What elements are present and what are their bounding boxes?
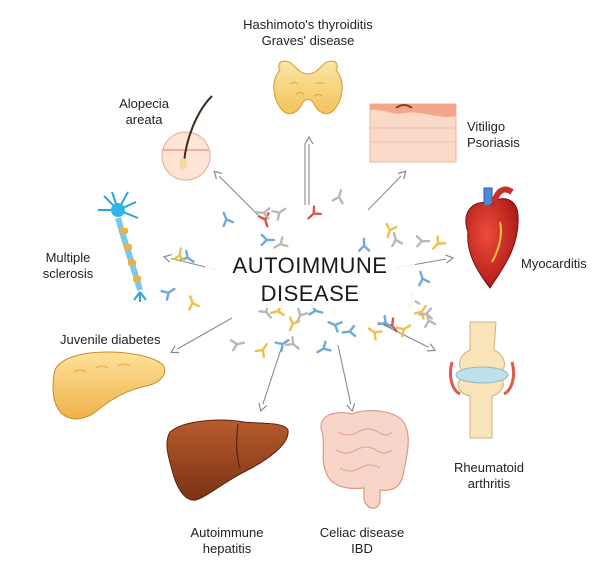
antibody-icon — [271, 207, 287, 221]
antibody-icon — [357, 237, 371, 252]
antibody-icon — [188, 295, 201, 311]
arrow-to-hair — [213, 170, 259, 216]
label-liver-line2: hepatitis — [202, 541, 252, 556]
antibody-icon — [229, 339, 246, 352]
antibody-icon — [274, 338, 290, 353]
antibody-icon — [391, 231, 404, 248]
antibody-icon — [418, 307, 434, 320]
label-joint-line1: Rheumatoid — [453, 460, 525, 475]
knee-joint-icon — [448, 321, 516, 439]
heart-icon — [465, 186, 519, 289]
arrow-to-liver — [258, 345, 283, 413]
skin-icon — [369, 103, 457, 163]
antibody-icon — [341, 324, 357, 338]
center-title: AUTOIMMUNE DISEASE — [205, 252, 415, 308]
antibody-icon — [273, 236, 289, 249]
pancreas-icon — [52, 351, 166, 420]
antibody-icon — [418, 270, 431, 287]
arrow-to-pancreas — [170, 317, 233, 354]
antibody-icon — [377, 314, 393, 329]
antibody-icon — [307, 205, 322, 220]
antibody-icon — [415, 235, 431, 248]
label-pancreas: Juvenile diabetes — [60, 332, 160, 348]
antibody-icon — [327, 321, 343, 333]
antibody-icon — [316, 340, 332, 354]
label-thyroid-line1: Hashimoto's thyroiditis — [243, 17, 373, 32]
intestine-icon — [320, 410, 409, 509]
thyroid-icon — [273, 60, 343, 115]
label-intestine-line2: IBD — [351, 541, 373, 556]
antibody-icon — [424, 312, 437, 328]
arrow-to-thyroid — [304, 135, 314, 205]
antibody-icon — [284, 335, 300, 350]
antibody-icon — [172, 247, 185, 263]
label-liver: Autoimmune hepatitis — [182, 525, 272, 557]
label-liver-line1: Autoimmune — [190, 525, 264, 540]
arrow-to-joint — [377, 321, 436, 352]
label-heart-line1: Myocarditis — [521, 256, 587, 271]
antibody-icon — [222, 211, 235, 228]
label-neuron: Multiple sclerosis — [36, 250, 100, 282]
label-intestine-line1: Celiac disease — [319, 525, 405, 540]
neuron-icon — [98, 191, 147, 302]
hair-follicle-icon — [161, 95, 213, 181]
label-heart: Myocarditis — [521, 256, 587, 272]
antibody-icon — [367, 327, 383, 341]
antibody-icon — [432, 235, 447, 250]
arrow-to-skin — [367, 170, 407, 211]
antibody-icon — [254, 342, 268, 359]
label-joint-line2: arthritis — [467, 476, 511, 491]
label-neuron-line1: Multiple — [45, 250, 91, 265]
label-intestine: Celiac disease IBD — [312, 525, 412, 557]
antibody-icon — [296, 307, 309, 323]
label-hair-line1: Alopecia — [119, 96, 169, 111]
arrows-group — [162, 135, 455, 413]
label-skin-line1: Vitiligo — [467, 119, 506, 134]
label-joint: Rheumatoid arthritis — [446, 460, 532, 492]
label-hair-line2: areata — [125, 112, 163, 127]
label-neuron-line2: sclerosis — [42, 266, 94, 281]
antibody-icon — [331, 189, 344, 205]
label-thyroid-line2: Graves' disease — [261, 33, 355, 48]
antibody-icon — [255, 207, 271, 220]
center-title-line2: DISEASE — [260, 281, 360, 306]
label-hair: Alopecia areata — [112, 96, 176, 128]
liver-icon — [166, 419, 289, 501]
antibody-icon — [385, 222, 398, 239]
label-pancreas-line1: Juvenile diabetes — [60, 332, 161, 347]
antibody-icon — [160, 287, 176, 301]
arrow-to-intestine — [337, 344, 356, 413]
antibody-icon — [260, 233, 275, 247]
label-skin: Vitiligo Psoriasis — [467, 119, 520, 151]
antibody-icon — [395, 324, 412, 338]
center-title-line1: AUTOIMMUNE — [232, 253, 388, 278]
label-thyroid: Hashimoto's thyroiditis Graves' disease — [240, 17, 376, 49]
label-skin-line2: Psoriasis — [467, 135, 520, 150]
